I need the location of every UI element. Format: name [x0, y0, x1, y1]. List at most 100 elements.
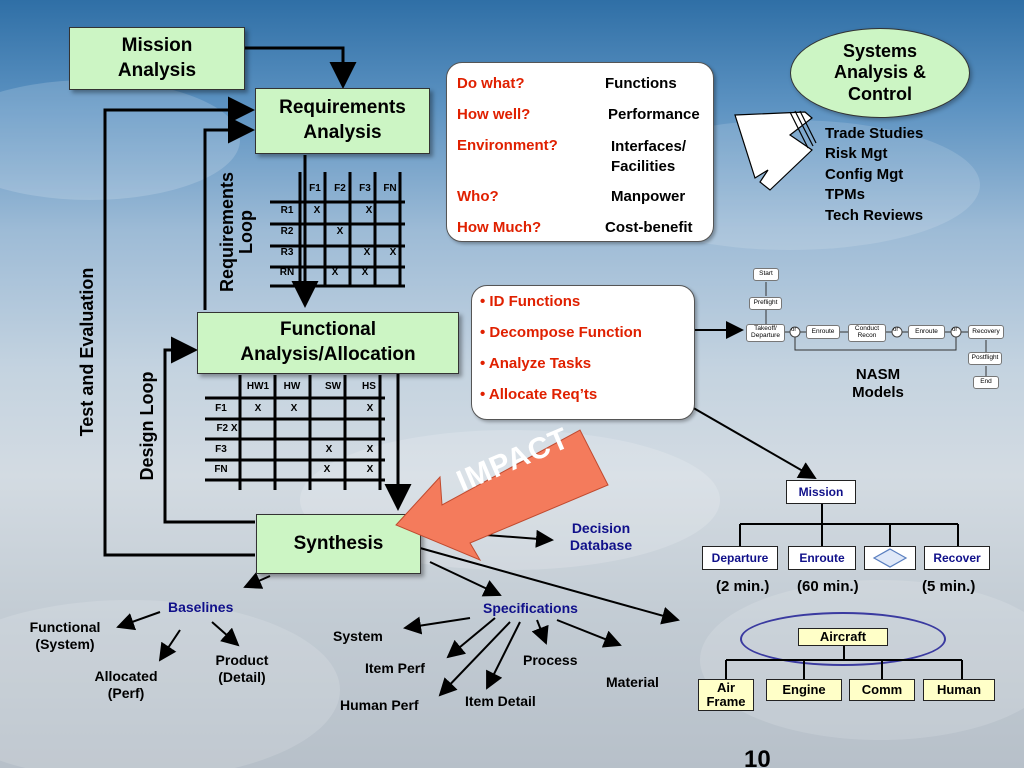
aircraft-human: Human [923, 679, 995, 701]
func-col-hs: HS [362, 381, 376, 392]
answer-functions: Functions [605, 75, 677, 92]
question-who: Who? [457, 188, 499, 205]
req-col-fn: FN [383, 183, 397, 194]
nasm-enroute-1: Enroute [806, 325, 840, 339]
req-col-f2: F2 [334, 183, 346, 194]
nasm-recovery: Recovery [968, 325, 1004, 339]
baseline-product: Product (Detail) [215, 652, 269, 685]
func-col-sw: SW [324, 381, 342, 392]
mission-enroute: Enroute [788, 546, 856, 570]
design-loop-label: Design Loop [137, 371, 157, 481]
nasm-postflight: Postflight [968, 352, 1002, 365]
sac-tpms: TPMs [825, 186, 866, 203]
req-mark: X [336, 226, 344, 237]
spec-human-perf: Human Perf [340, 697, 419, 713]
baselines-title: Baselines [168, 599, 234, 615]
question-do-what: Do what? [457, 75, 525, 92]
req-mark: X [361, 267, 369, 278]
nasm-or-1: or [791, 327, 797, 333]
nasm-or-2: or [893, 327, 899, 333]
func-col-hw: HW [283, 381, 301, 392]
func-mark: X [254, 403, 262, 414]
requirements-analysis-box: Requirements Analysis [255, 88, 430, 154]
functional-analysis-box: Functional Analysis/Allocation [197, 312, 459, 374]
questions-panel [446, 62, 714, 242]
nasm-conduct-recon: Conduct Recon [848, 324, 886, 342]
systems-analysis-oval: Systems Analysis & Control [790, 28, 970, 118]
baseline-allocated: Allocated (Perf) [94, 668, 158, 701]
req-row-r3: R3 [280, 247, 294, 258]
func-row-f2: F2 X [216, 423, 238, 434]
func-mark: X [366, 403, 374, 414]
sac-trade-studies: Trade Studies [825, 125, 924, 142]
fn-id-functions: • ID Functions [480, 293, 581, 310]
duration-recover: (5 min.) [922, 578, 976, 595]
sac-tech-reviews: Tech Reviews [825, 207, 924, 224]
diamond-icon [872, 548, 908, 568]
sac-risk-mgt: Risk Mgt [825, 145, 888, 162]
req-mark: X [363, 247, 371, 258]
decision-database: Decision Database [569, 520, 633, 553]
duration-enroute: (60 min.) [797, 578, 859, 595]
aircraft-root: Aircraft [798, 628, 888, 646]
nasm-start: Start [753, 268, 779, 281]
answer-performance: Performance [608, 106, 700, 123]
nasm-end: End [973, 376, 999, 389]
specifications-title: Specifications [483, 600, 578, 616]
func-mark: X [325, 444, 333, 455]
mission-tree-lines [739, 504, 959, 546]
aircraft-comm: Comm [849, 679, 915, 701]
question-how-much: How Much? [457, 219, 542, 236]
func-row-f1: F1 [215, 403, 227, 414]
synthesis-box: Synthesis [256, 514, 421, 574]
func-mark: X [290, 403, 298, 414]
nasm-or-3: or [952, 327, 958, 333]
answer-manpower: Manpower [611, 188, 686, 205]
question-environment: Environment? [457, 137, 558, 154]
spec-item-detail: Item Detail [465, 693, 536, 709]
aircraft-oval [740, 612, 946, 666]
spec-system: System [333, 628, 383, 644]
fn-allocate: • Allocate Req’ts [480, 386, 598, 403]
requirements-matrix-grid [270, 172, 405, 288]
func-row-fn: FN [214, 464, 228, 475]
aircraft-air-frame: Air Frame [698, 679, 754, 711]
functions-panel [471, 285, 695, 420]
func-mark: X [366, 444, 374, 455]
aircraft-engine: Engine [766, 679, 842, 701]
sac-config-mgt: Config Mgt [825, 166, 904, 183]
nasm-takeoff: Takeoff/ Departure [746, 324, 785, 342]
req-col-f3: F3 [359, 183, 371, 194]
nasm-preflight: Preflight [749, 297, 782, 310]
question-how-well: How well? [457, 106, 531, 123]
req-row-r1: R1 [280, 205, 294, 216]
duration-departure: (2 min.) [716, 578, 770, 595]
spec-material: Material [606, 674, 659, 690]
fn-analyze-tasks: • Analyze Tasks [480, 355, 592, 372]
mission-departure: Departure [702, 546, 778, 570]
nasm-caption: NASM Models [852, 366, 904, 401]
mission-recover: Recover [924, 546, 990, 570]
req-mark: X [313, 205, 321, 216]
requirements-loop-label: Requirements Loop [217, 171, 256, 293]
func-mark: X [323, 464, 331, 475]
nasm-connectors [765, 282, 987, 376]
answer-interfaces: Interfaces/ Facilities [611, 138, 687, 175]
func-mark: X [366, 464, 374, 475]
test-evaluation-label: Test and Evaluation [77, 267, 97, 437]
req-mark: X [389, 247, 397, 258]
spec-item-perf: Item Perf [365, 660, 425, 676]
nasm-enroute-2: Enroute [908, 325, 945, 339]
req-row-r2: R2 [280, 226, 294, 237]
req-row-rn: RN [279, 267, 295, 278]
func-row-f3: F3 [215, 444, 227, 455]
page-number: 10 [744, 746, 771, 768]
baseline-functional: Functional (System) [29, 619, 101, 652]
req-mark: X [365, 205, 373, 216]
mission-analysis-box: Mission Analysis [69, 27, 245, 90]
req-col-f1: F1 [309, 183, 321, 194]
aircraft-tree-lines [725, 644, 963, 680]
impact-arrow [395, 429, 609, 562]
fn-decompose: • Decompose Function [480, 324, 642, 341]
answer-cost-benefit: Cost-benefit [605, 219, 693, 236]
